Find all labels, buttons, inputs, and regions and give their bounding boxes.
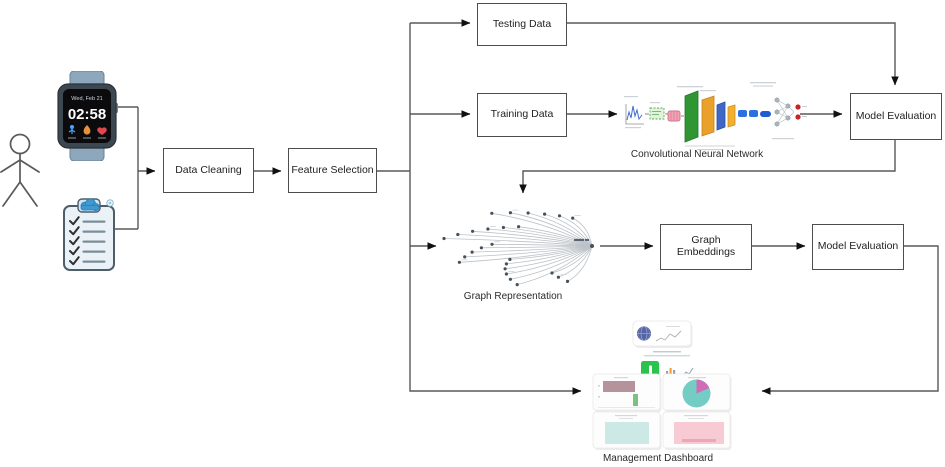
node-feature-selection: Feature Selection <box>288 148 377 193</box>
sparkline-icon <box>655 326 682 342</box>
trunk-and-arrow-to-dashboard <box>409 23 582 395</box>
watch-date: Wed, Feb 21 <box>71 96 102 102</box>
cnn-flatten-layers <box>738 110 771 117</box>
node-data-cleaning: Data Cleaning <box>163 148 254 193</box>
clipboard-board <box>63 205 115 271</box>
model-evaluation-to-graph <box>519 138 896 194</box>
cnn-filter-block <box>667 110 681 122</box>
horizontal-bar <box>603 381 635 392</box>
waveform-icon <box>625 104 644 125</box>
cnn-conv-layer-2 <box>716 101 726 131</box>
vertical-bar <box>633 394 638 406</box>
graph-representation-caption: Graph Representation <box>463 291 563 302</box>
cnn-architecture-icon <box>624 82 807 151</box>
globe-icon <box>637 326 651 341</box>
dashboard-top-card <box>632 320 692 347</box>
node-label: Feature Selection <box>291 163 374 176</box>
dashboard-preview-icon <box>592 320 732 450</box>
cnn-conv-layer-1 <box>684 90 699 143</box>
node-model-evaluation-cnn: Model Evaluation <box>850 93 942 140</box>
watch-time: 02:58 <box>68 106 106 123</box>
node-label: Training Data <box>490 108 554 121</box>
source-junction-line <box>114 106 139 230</box>
cnn-tiny-labels <box>624 82 794 140</box>
management-dashboard-caption: Management Dashboard <box>602 453 714 464</box>
cnn-dense-network <box>774 97 795 127</box>
node-label: Testing Data <box>492 17 552 30</box>
cnn-pool-layer-2 <box>727 104 736 128</box>
heart-icon <box>97 127 107 135</box>
node-training-data: Training Data <box>477 93 567 137</box>
walker-icon <box>68 125 76 134</box>
model-evaluation-to-dashboard <box>761 245 939 395</box>
node-model-evaluation-graph: Model Evaluation <box>812 224 904 270</box>
pink-area <box>674 422 724 444</box>
flame-icon <box>83 125 91 135</box>
teal-area <box>605 422 649 444</box>
person-icon <box>0 133 40 207</box>
node-testing-data: Testing Data <box>477 3 567 46</box>
node-label: Data Cleaning <box>175 163 242 176</box>
cnn-input-window <box>649 107 665 120</box>
node-label: Model Evaluation <box>855 109 937 122</box>
node-label: Graph Embeddings <box>676 234 736 258</box>
cloud-icon <box>80 198 100 211</box>
node-graph-embeddings: Graph Embeddings <box>660 224 752 270</box>
cnn-caption: Convolutional Neural Network <box>630 149 764 160</box>
pie-chart-icon <box>682 379 711 408</box>
cnn-pool-layer-1 <box>701 95 715 137</box>
plus-badge-icon <box>106 199 114 207</box>
cnn-output-classes <box>795 104 807 120</box>
checklist-rows <box>69 216 106 266</box>
testing-to-model-evaluation <box>565 22 899 86</box>
node-label: Model Evaluation <box>817 240 899 253</box>
clipboard-checklist-icon <box>63 198 115 271</box>
smartwatch-icon: Wed, Feb 21 02:58 <box>57 71 118 161</box>
network-graph-icon <box>442 209 594 287</box>
